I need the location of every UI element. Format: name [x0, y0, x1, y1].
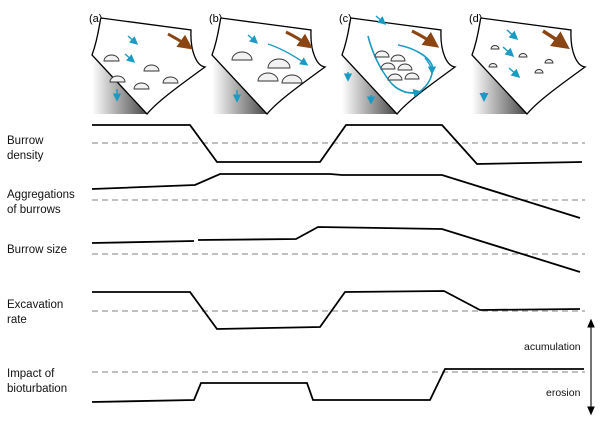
row-label-burrow-size: Burrow size — [7, 243, 67, 258]
trend-line — [92, 290, 581, 330]
row-label-line: density — [7, 150, 44, 162]
burrow-mound — [374, 50, 390, 58]
axis-arrowhead-down — [587, 406, 595, 416]
water-flow-arrows — [479, 29, 521, 102]
row-label-impact-of-bioturbation: Impact of bioturbation — [7, 367, 67, 397]
burrow-mound — [267, 58, 291, 69]
burrow-mound — [133, 82, 150, 90]
burrow-mound — [387, 73, 403, 81]
burrow-mound — [534, 69, 544, 74]
row-label-line: Impact of — [7, 368, 55, 380]
sediment-arrow — [542, 29, 570, 50]
row-label-excavation-rate: Excavation rate — [7, 298, 63, 328]
panel-label-c: (c) — [339, 13, 352, 25]
sediment-arrow — [285, 30, 313, 49]
row-label-line: rate — [7, 314, 27, 326]
row-excavation-rate — [92, 290, 585, 330]
row-label-line: Burrow size — [7, 244, 68, 256]
trend-line — [91, 173, 581, 219]
axis-arrowhead-up — [587, 318, 595, 328]
row-label-burrow-density: Burrow density — [7, 134, 43, 164]
burrow-mound — [231, 51, 253, 61]
burrow-mounds — [488, 45, 554, 74]
burrow-mounds — [103, 54, 179, 90]
trend-line — [91, 368, 584, 403]
panel-b: (b) — [209, 13, 327, 115]
burrow-mound — [380, 62, 396, 70]
water-flow-arrows — [343, 15, 437, 105]
water-arrow — [508, 67, 521, 78]
accumulation-label: acumulation — [524, 341, 581, 353]
burrow-mound — [490, 45, 500, 50]
row-label-line: Excavation — [7, 299, 64, 311]
burrow-mound — [257, 72, 279, 82]
burrow-mound — [281, 74, 303, 84]
water-arrow — [247, 34, 259, 44]
water-arrow — [267, 43, 309, 66]
panel-label-d: (d) — [469, 13, 482, 25]
row-impact-of-bioturbation — [91, 368, 585, 403]
water-flow-arrows — [232, 34, 309, 103]
water-arrow — [124, 53, 136, 63]
burrow-mound — [390, 54, 406, 62]
water-arrow — [375, 15, 387, 25]
sediment-arrow — [167, 32, 193, 50]
water-arrow — [424, 57, 437, 75]
burrow-mound — [518, 53, 528, 58]
trend-line — [91, 240, 195, 244]
row-burrow-density — [92, 124, 585, 165]
burrow-mound — [397, 63, 413, 71]
trend-line — [197, 226, 581, 273]
water-arrow — [506, 29, 519, 40]
burrow-mounds — [374, 50, 420, 81]
burrow-mound — [162, 76, 179, 84]
row-label-line: of burrows — [7, 204, 61, 216]
burrow-mound — [404, 72, 420, 80]
burrow-mound — [544, 59, 554, 64]
panel-a: (a) — [89, 13, 207, 115]
burrow-mounds — [231, 51, 303, 84]
row-label-line: Aggregations — [7, 189, 75, 201]
water-arrow — [403, 88, 422, 98]
panel-label-a: (a) — [89, 13, 102, 25]
water-arrow — [127, 35, 139, 45]
trend-rows — [91, 124, 585, 403]
panel-d: (d) — [469, 13, 587, 115]
burrow-mound — [488, 63, 498, 68]
row-label-aggregations: Aggregations of burrows — [7, 188, 75, 218]
accumulation-erosion-axis — [587, 318, 595, 416]
row-burrow-size — [91, 226, 585, 273]
panel-label-b: (b) — [209, 13, 222, 25]
burrow-mound — [143, 64, 160, 72]
row-aggregations-of-burrows — [91, 173, 585, 219]
sediment-arrow — [411, 29, 440, 48]
water-arrow — [502, 46, 515, 57]
row-label-line: bioturbation — [7, 383, 68, 395]
row-label-line: Burrow — [7, 135, 44, 147]
trend-line — [92, 124, 583, 165]
water-flow-arrows — [112, 35, 139, 102]
burrow-mound — [103, 54, 120, 62]
erosion-label: erosion — [546, 387, 581, 399]
panel-c: (c) — [339, 13, 457, 115]
burrow-mound — [109, 75, 126, 83]
